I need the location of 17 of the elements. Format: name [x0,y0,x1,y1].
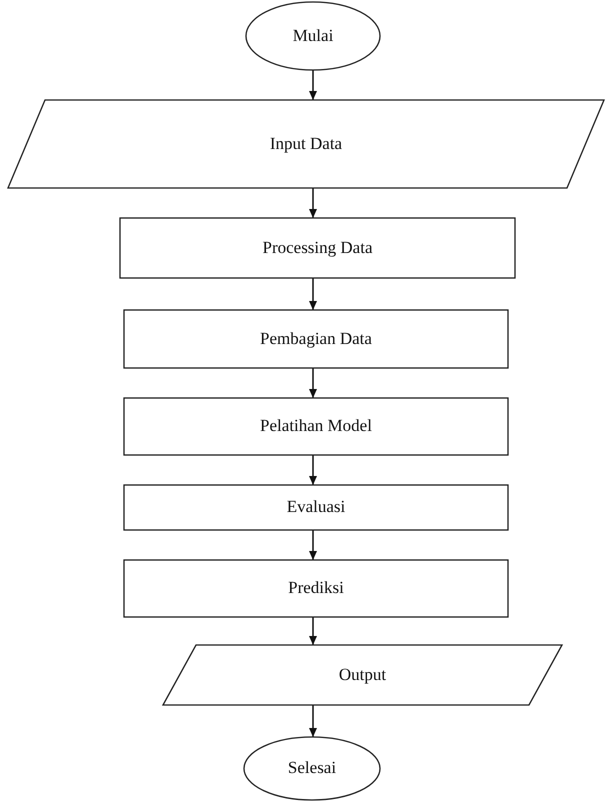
node-label: Selesai [288,758,336,779]
node-label: Pembagian Data [260,328,372,350]
arrow [309,188,317,218]
node-label: Pelatihan Model [260,416,372,437]
arrow [309,70,317,100]
arrow [309,705,317,737]
node-label: Output [338,664,386,686]
arrow [309,530,317,560]
node-label: Processing Data [262,238,372,258]
arrow [309,617,317,645]
node-label: Input Data [270,134,342,154]
arrow [309,368,317,398]
node-label: Prediksi [288,578,344,599]
node-label: Evaluasi [286,497,346,518]
arrow [309,278,317,310]
arrow [309,455,317,485]
node-label: Mulai [292,26,334,46]
